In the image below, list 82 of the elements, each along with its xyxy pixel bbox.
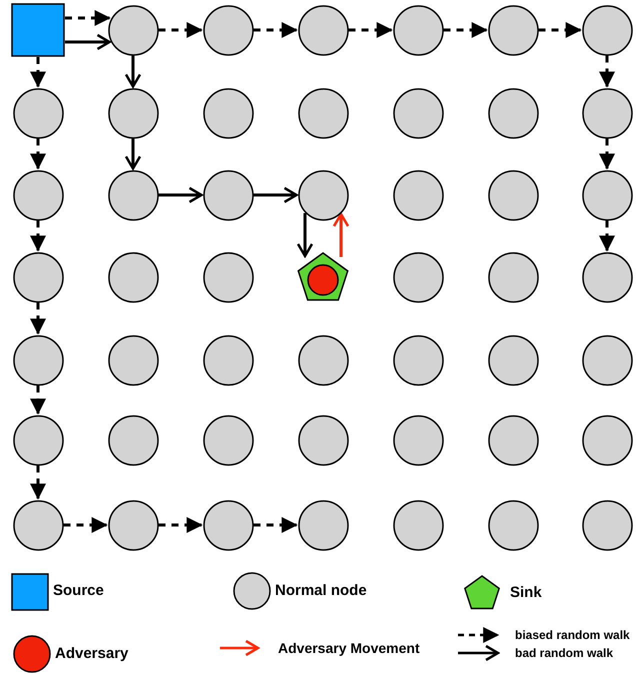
node-circle (202, 170, 254, 220)
node-circle (108, 88, 158, 138)
node-circle (582, 414, 632, 466)
dashed-arrow (599, 138, 615, 170)
arrow (158, 186, 203, 204)
node-circle (488, 252, 538, 302)
dashed-arrow (599, 56, 615, 88)
arrow (254, 186, 298, 204)
legend-label: bad random walk (515, 646, 614, 660)
node-circle (108, 334, 158, 386)
arrow (124, 138, 142, 170)
source-square (11, 3, 65, 57)
node-circle (582, 170, 632, 220)
legend-label: Adversary Movement (278, 640, 420, 656)
dashed-arrow (64, 517, 108, 533)
node-circle (582, 88, 632, 138)
dashed-arrow (30, 220, 46, 252)
node-circle (108, 252, 158, 302)
node-circle (202, 414, 254, 466)
arrow (332, 212, 350, 257)
dashed-arrow (158, 22, 203, 38)
node-circle (298, 334, 348, 386)
node-circle (392, 4, 444, 56)
node-circle (488, 170, 538, 220)
node-circle (298, 414, 348, 466)
node-circle (488, 414, 538, 466)
node-circle (298, 170, 348, 220)
node-circle (582, 252, 632, 302)
node-circle (108, 500, 158, 550)
dashed-arrow (30, 466, 46, 500)
node-circle (298, 4, 348, 56)
sink-pentagon (297, 252, 349, 302)
node-circle (392, 88, 444, 138)
node-circle (582, 500, 632, 550)
arrow (124, 56, 142, 88)
node-circle (202, 334, 254, 386)
node-circle (392, 252, 444, 302)
node-circle (12, 88, 64, 138)
node-circle (582, 334, 632, 386)
node-circle (392, 170, 444, 220)
node-circle (202, 4, 254, 56)
node-circle (392, 500, 444, 550)
legend-label: Adversary (55, 645, 128, 662)
dashed-arrow (158, 517, 203, 533)
legend-label: Normal node (275, 582, 367, 599)
node-circle (202, 88, 254, 138)
legend-label: Sink (510, 584, 542, 601)
node-circle (202, 500, 254, 550)
node-circle (488, 4, 538, 56)
arrow (296, 213, 314, 258)
node-circle (12, 414, 64, 466)
legend-label: Source (53, 582, 104, 599)
node-circle (392, 414, 444, 466)
dashed-arrow (254, 22, 298, 38)
node-circle (582, 4, 632, 56)
node-circle (108, 4, 158, 56)
node-circle (12, 252, 64, 302)
dashed-arrow (30, 386, 46, 415)
dashed-arrow (538, 22, 582, 38)
dashed-arrow (30, 302, 46, 335)
node-circle (12, 334, 64, 386)
node-circle (202, 252, 254, 302)
node-circle (108, 414, 158, 466)
arrow (65, 34, 111, 50)
dashed-arrow (254, 517, 298, 533)
node-circle (488, 500, 538, 550)
node-circle (12, 500, 64, 550)
node-circle (488, 88, 538, 138)
node-circle (392, 334, 444, 386)
dashed-arrow (599, 220, 615, 252)
legend-label: biased random walk (515, 628, 630, 642)
dashed-arrow (30, 57, 46, 88)
node-circle (108, 170, 158, 220)
node-circle (488, 334, 538, 386)
dashed-arrow (348, 22, 393, 38)
node-circle (12, 170, 64, 220)
adversary-circle (307, 264, 339, 296)
dashed-arrow (444, 22, 488, 38)
dashed-arrow (65, 10, 111, 26)
node-circle (298, 88, 348, 138)
node-circle (298, 500, 348, 550)
dashed-arrow (30, 138, 46, 170)
